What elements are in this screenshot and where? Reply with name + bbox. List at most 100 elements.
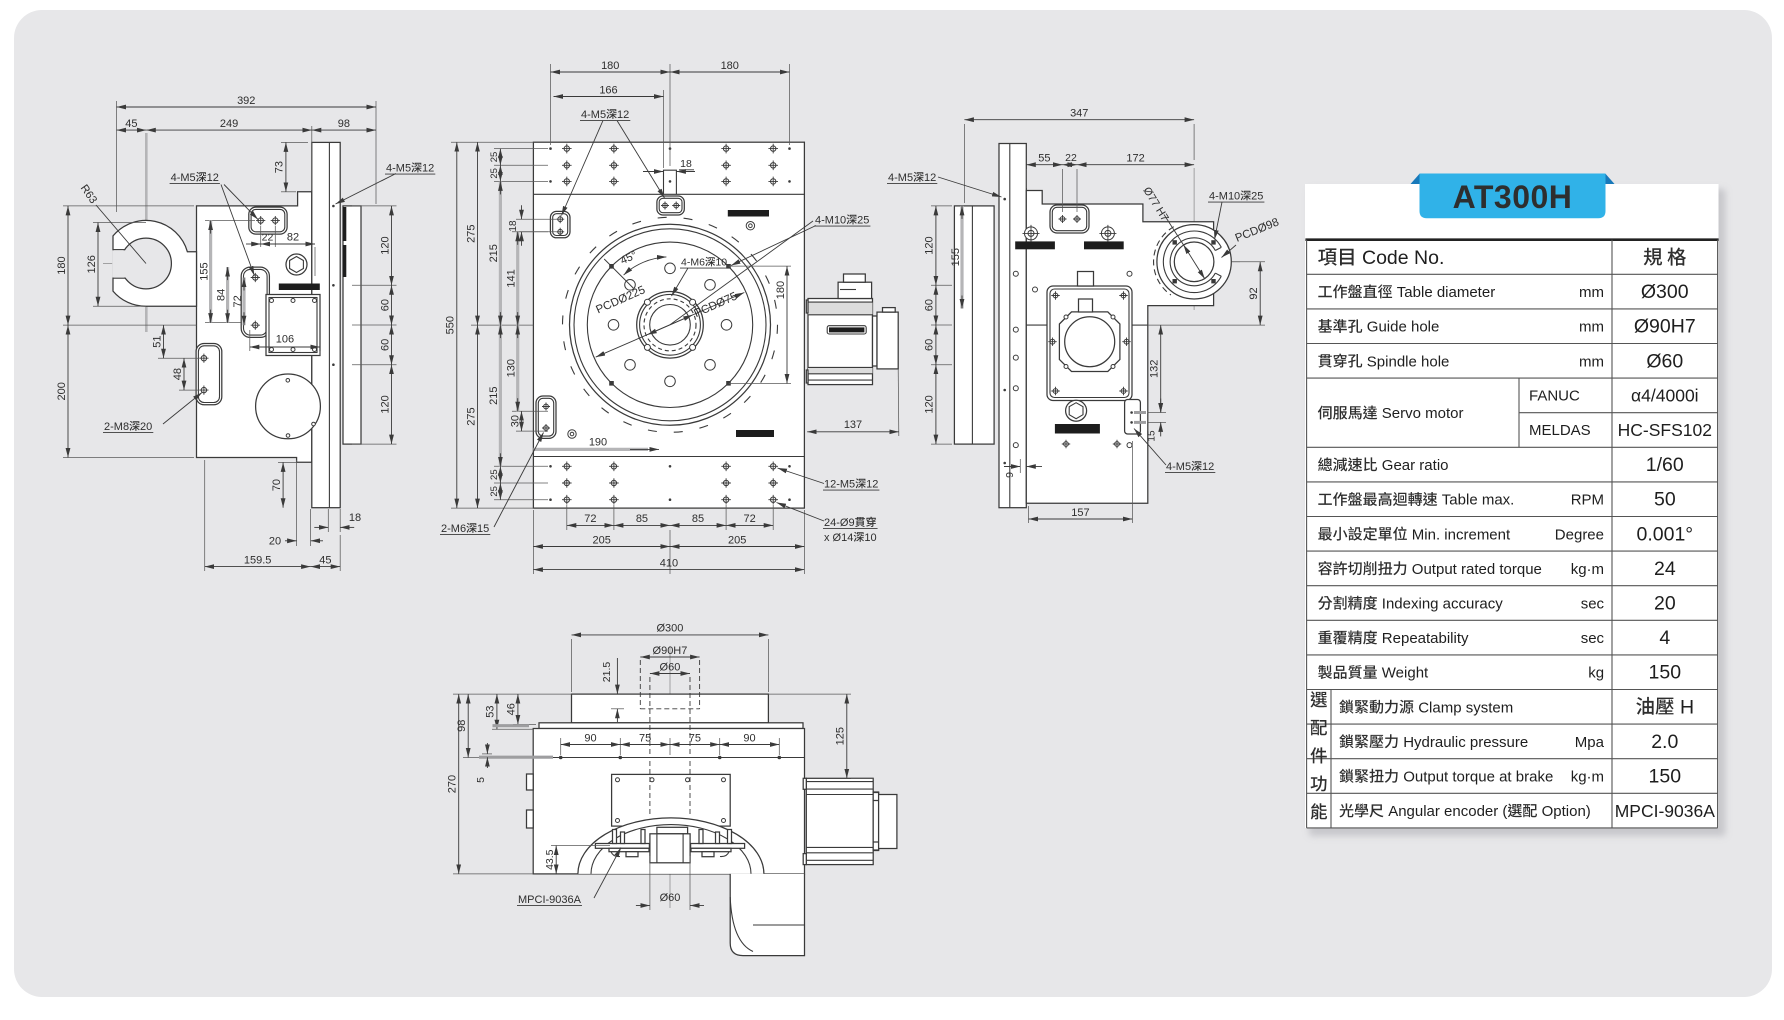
svg-text:mm: mm: [1579, 353, 1604, 370]
svg-text:157: 157: [1071, 507, 1089, 519]
svg-text:25: 25: [489, 486, 500, 497]
svg-text:155: 155: [950, 248, 962, 266]
svg-text:Ø77 H7: Ø77 H7: [1140, 185, 1170, 224]
svg-text:92: 92: [1248, 287, 1260, 299]
svg-text:1/60: 1/60: [1646, 454, 1684, 476]
svg-text:Indexing accuracy: Indexing accuracy: [1382, 596, 1503, 613]
svg-text:25: 25: [857, 215, 869, 227]
svg-text:4: 4: [1659, 627, 1670, 649]
svg-text:25: 25: [489, 168, 500, 179]
svg-text:22: 22: [1065, 152, 1077, 164]
svg-text:166: 166: [599, 84, 617, 96]
svg-text:kg: kg: [1588, 665, 1604, 682]
svg-text:72: 72: [744, 513, 756, 525]
svg-text:150: 150: [1649, 766, 1682, 788]
svg-text:45: 45: [319, 554, 331, 566]
svg-text:82: 82: [287, 232, 299, 244]
svg-text:120: 120: [924, 236, 936, 254]
svg-text:98: 98: [456, 720, 468, 732]
svg-text:4-M5: 4-M5: [581, 109, 606, 121]
svg-text:12: 12: [422, 163, 434, 175]
svg-text:98: 98: [338, 118, 350, 130]
svg-text:2-M8: 2-M8: [104, 421, 129, 433]
svg-text:Degree: Degree: [1555, 526, 1604, 543]
svg-text:46: 46: [506, 703, 518, 715]
svg-text:Hydraulic pressure: Hydraulic pressure: [1403, 734, 1528, 751]
svg-text:126: 126: [86, 255, 98, 273]
svg-text:180: 180: [721, 60, 739, 72]
svg-text:550: 550: [445, 316, 457, 334]
svg-text:Guide hole: Guide hole: [1367, 319, 1440, 336]
svg-text:205: 205: [728, 534, 746, 546]
svg-text:4-M6: 4-M6: [681, 257, 705, 269]
svg-text:10: 10: [864, 532, 876, 544]
svg-text:5: 5: [475, 777, 487, 783]
svg-text:190: 190: [589, 437, 607, 449]
svg-text:75: 75: [689, 732, 701, 744]
svg-text:275: 275: [465, 224, 477, 242]
svg-text:275: 275: [465, 407, 477, 425]
svg-text:4-M5: 4-M5: [171, 172, 196, 184]
svg-text:75: 75: [639, 732, 651, 744]
svg-text:90: 90: [743, 732, 755, 744]
svg-text:sec: sec: [1581, 630, 1605, 647]
svg-text:0.001°: 0.001°: [1637, 523, 1694, 545]
svg-text:Ø300: Ø300: [656, 623, 683, 635]
svg-text:x Ø14: x Ø14: [824, 532, 853, 544]
svg-text:85: 85: [692, 513, 704, 525]
svg-text:Gear ratio: Gear ratio: [1382, 457, 1449, 474]
svg-text:Ø60: Ø60: [660, 661, 681, 673]
svg-text:180: 180: [775, 281, 787, 299]
svg-text:25: 25: [489, 469, 500, 480]
svg-text:60: 60: [924, 339, 936, 351]
svg-text:MELDAS: MELDAS: [1529, 422, 1591, 439]
svg-text:2.0: 2.0: [1651, 731, 1678, 753]
svg-text:HC-SFS102: HC-SFS102: [1618, 420, 1712, 440]
svg-text:180: 180: [56, 256, 68, 274]
svg-text:Table max.: Table max.: [1442, 492, 1515, 509]
svg-text:130: 130: [506, 359, 518, 377]
svg-text:12: 12: [924, 172, 936, 184]
svg-text:249: 249: [220, 118, 238, 130]
svg-text:215: 215: [488, 387, 500, 405]
svg-text:120: 120: [379, 236, 391, 254]
svg-text:43.5: 43.5: [544, 849, 556, 870]
svg-text:kg·m: kg·m: [1571, 561, 1604, 578]
svg-text:50: 50: [1654, 489, 1676, 511]
svg-text:4-M5: 4-M5: [1166, 461, 1191, 473]
svg-text:mm: mm: [1579, 284, 1604, 301]
svg-text:137: 137: [844, 419, 862, 431]
svg-text:α4/4000i: α4/4000i: [1631, 385, 1699, 405]
svg-text:215: 215: [488, 244, 500, 262]
svg-text:Ø90H7: Ø90H7: [1634, 316, 1696, 338]
svg-text:Clamp system: Clamp system: [1418, 699, 1513, 716]
svg-text:347: 347: [1070, 108, 1088, 120]
svg-text:AT300H: AT300H: [1453, 179, 1573, 215]
svg-text:120: 120: [924, 395, 936, 413]
svg-text:9: 9: [1004, 472, 1016, 478]
svg-text:sec: sec: [1581, 596, 1605, 613]
svg-text:20: 20: [1654, 593, 1676, 615]
svg-text:4-M5: 4-M5: [386, 163, 411, 175]
svg-text:Ø90H7: Ø90H7: [653, 645, 688, 657]
svg-text:25: 25: [489, 152, 500, 163]
svg-text:Weight: Weight: [1382, 665, 1429, 682]
svg-text:150: 150: [1649, 662, 1682, 684]
svg-text:MPCI-9036A: MPCI-9036A: [1615, 801, 1716, 821]
svg-text:73: 73: [274, 161, 286, 173]
svg-text:Output torque at brake: Output torque at brake: [1403, 769, 1553, 786]
svg-text:155: 155: [198, 262, 210, 280]
svg-text:159.5: 159.5: [244, 554, 272, 566]
svg-text:Ø300: Ø300: [1641, 281, 1689, 303]
svg-text:FANUC: FANUC: [1529, 387, 1580, 404]
svg-text:12-M5: 12-M5: [824, 479, 855, 491]
svg-text:Servo motor: Servo motor: [1382, 405, 1464, 422]
svg-text:85: 85: [636, 513, 648, 525]
svg-text:45: 45: [125, 118, 137, 130]
svg-text:25: 25: [1251, 191, 1263, 203]
svg-text:205: 205: [593, 534, 611, 546]
svg-text:Option): Option): [1542, 803, 1591, 820]
svg-text:12: 12: [617, 109, 629, 121]
svg-text:410: 410: [660, 557, 678, 569]
svg-text:PCDØ98: PCDØ98: [1234, 216, 1281, 244]
